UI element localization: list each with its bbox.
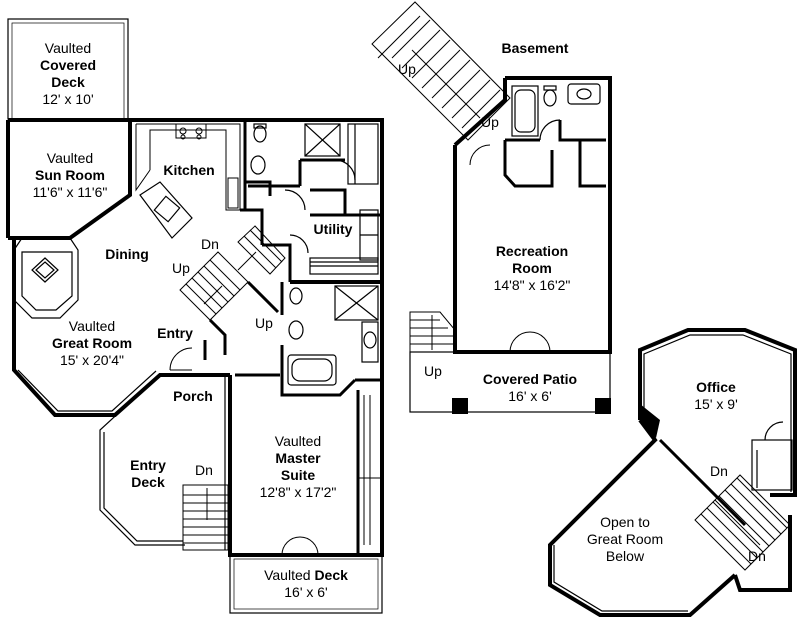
great-room-line1: Vaulted xyxy=(68,318,116,334)
label-master-suite: Vaulted Master Suite 12'8" x 17'2" xyxy=(260,433,337,501)
office-dims: 15' x 9' xyxy=(694,396,738,412)
entry-door xyxy=(169,347,193,371)
recreation-room-dims: 14'8" x 16'2" xyxy=(493,277,571,293)
label-sun-room: Vaulted Sun Room 11'6" x 11'6" xyxy=(33,150,108,201)
vaulted-deck-line1: Vaulted xyxy=(264,567,311,583)
master-suite-line2: Master xyxy=(275,450,321,466)
vaulted-deck-dims: 16' x 6' xyxy=(284,584,328,600)
master-suite-dims: 12'8" x 17'2" xyxy=(259,484,337,500)
stair-label-office-dn-top: Dn xyxy=(710,463,728,479)
vaulted-deck-title: Vaulted Deck xyxy=(264,567,348,584)
porch-name: Porch xyxy=(173,388,213,404)
great-room-line2: Great Room xyxy=(51,335,133,351)
stair-label-basement-up-top: Up xyxy=(398,61,416,77)
bathroom-1 xyxy=(250,123,379,185)
master-suite-line3: Suite xyxy=(280,467,316,483)
office-name: Office xyxy=(696,379,736,395)
entry-deck-stairs xyxy=(182,484,229,551)
label-entry: Entry xyxy=(157,325,193,342)
stair-label-main-dn: Dn xyxy=(201,236,219,252)
basement-bath xyxy=(511,83,601,141)
covered-deck-dims: 12' x 10' xyxy=(42,91,94,107)
basement-name: Basement xyxy=(501,40,569,56)
dining-name: Dining xyxy=(105,246,149,262)
stair-label-patio-up: Up xyxy=(424,363,442,379)
basement-stairs xyxy=(371,1,511,141)
basement-door xyxy=(469,144,491,166)
main-exterior-walls xyxy=(6,118,384,557)
great-room-dims: 15' x 20'4" xyxy=(59,352,125,368)
office-exterior-walls xyxy=(548,328,797,617)
entry-name: Entry xyxy=(157,325,193,341)
kitchen-island xyxy=(139,181,193,239)
sun-room-line2: Sun Room xyxy=(34,167,105,183)
label-office: Office 15' x 9' xyxy=(694,379,737,413)
stair-label-entry-deck-dn: Dn xyxy=(195,462,213,478)
stair-label-basement-up-mid: Up xyxy=(481,114,499,130)
open-to-below-line2: Great Room xyxy=(586,531,664,547)
recreation-room-line1: Recreation xyxy=(495,243,569,259)
great-room-bay-window xyxy=(13,237,157,412)
covered-patio-outline xyxy=(409,351,611,414)
open-to-below-line1: Open to xyxy=(600,514,650,530)
stair-label-office-dn-bottom: Dn xyxy=(748,548,766,564)
covered-patio-dims: 16' x 6' xyxy=(508,388,552,404)
office-stairs xyxy=(694,474,791,571)
fireplace xyxy=(21,251,73,311)
label-dining: Dining xyxy=(105,246,149,263)
label-great-room: Vaulted Great Room 15' x 20'4" xyxy=(52,318,132,369)
open-to-below-line3: Below xyxy=(605,548,645,564)
label-kitchen: Kitchen xyxy=(163,162,214,179)
covered-deck-line2: Covered xyxy=(39,57,97,73)
label-entry-deck: Entry Deck xyxy=(130,457,166,491)
entry-deck-outline xyxy=(99,374,226,550)
master-french-doors xyxy=(281,536,319,556)
label-porch: Porch xyxy=(173,388,213,405)
sun-room-dims: 11'6" x 11'6" xyxy=(32,184,108,200)
utility-name: Utility xyxy=(313,221,353,237)
sun-room-line1: Vaulted xyxy=(46,150,94,166)
covered-patio-name: Covered Patio xyxy=(482,371,578,387)
entry-deck-line2: Deck xyxy=(131,474,165,490)
stair-walls xyxy=(203,208,292,360)
office-closet xyxy=(751,421,793,491)
office-window-trim xyxy=(553,334,792,612)
stair-label-main-up-left: Up xyxy=(172,260,190,276)
basement-patio-doors xyxy=(509,331,551,353)
vaulted-deck-line1b: Deck xyxy=(314,567,348,583)
kitchen-name: Kitchen xyxy=(163,162,215,178)
utility-room xyxy=(284,189,379,275)
label-covered-patio: Covered Patio 16' x 6' xyxy=(483,371,577,405)
main-floor-plan xyxy=(6,18,384,614)
covered-deck-line3: Deck xyxy=(51,74,85,90)
basement-interior-walls xyxy=(503,120,606,188)
vaulted-deck-outline xyxy=(229,554,383,614)
patio-stairs xyxy=(409,311,456,353)
label-basement: Basement xyxy=(502,40,569,57)
bathroom-walls xyxy=(248,158,382,217)
office-plan xyxy=(548,328,797,617)
entry-deck-line1: Entry xyxy=(130,457,166,473)
office-stair-wall xyxy=(658,438,747,527)
stair-label-main-up-right: Up xyxy=(255,315,273,331)
label-utility: Utility xyxy=(314,221,353,238)
kitchen-walls xyxy=(243,120,272,210)
label-covered-deck: Vaulted Covered Deck 12' x 10' xyxy=(40,40,96,108)
master-suite-line1: Vaulted xyxy=(274,433,322,449)
recreation-room-line2: Room xyxy=(512,260,552,276)
master-closet xyxy=(358,395,382,545)
master-bath xyxy=(287,285,379,386)
kitchen-counters xyxy=(135,123,241,211)
master-walls xyxy=(235,282,382,555)
label-vaulted-deck: Vaulted Deck 16' x 6' xyxy=(264,567,348,601)
basement-exterior-walls xyxy=(453,76,612,354)
office-corner-post xyxy=(638,404,660,438)
covered-deck-line1: Vaulted xyxy=(44,40,92,56)
label-recreation-room: Recreation Room 14'8" x 16'2" xyxy=(494,243,571,294)
main-stair xyxy=(179,225,286,321)
basement-plan xyxy=(371,1,612,414)
label-open-to-below: Open to Great Room Below xyxy=(587,514,663,565)
